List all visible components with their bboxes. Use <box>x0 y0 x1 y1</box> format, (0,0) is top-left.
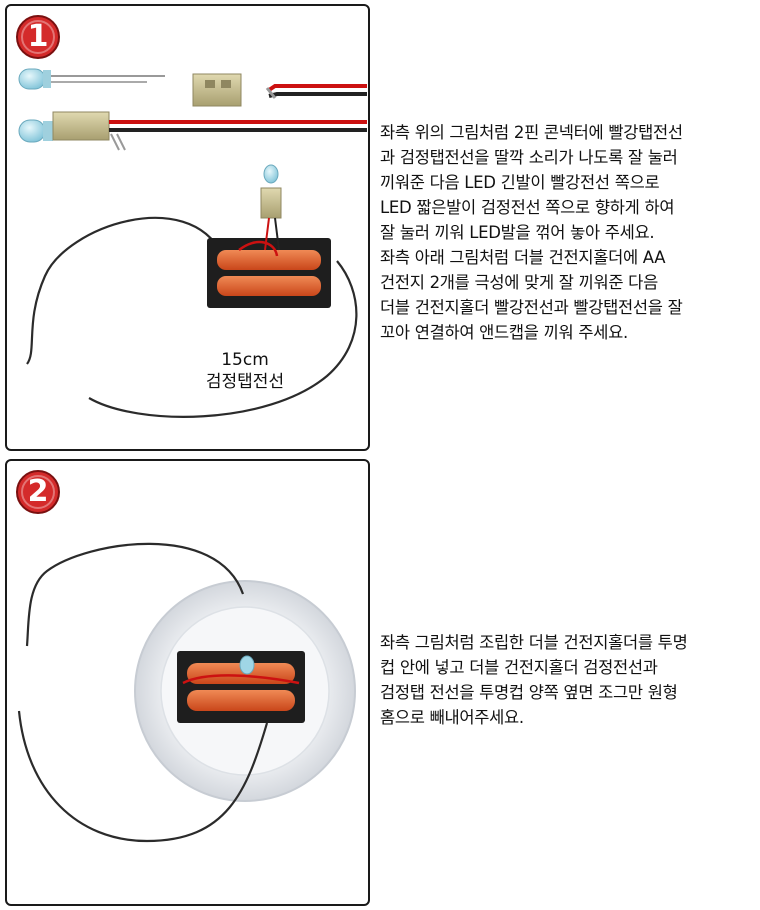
instruction-line: 과 검정탭전선을 딸깍 소리가 나도록 잘 눌러 <box>380 148 678 167</box>
battery-holder-in-cup <box>177 651 305 723</box>
black-tab-wire-bottom <box>17 710 269 843</box>
instruction-line: 잘 눌러 끼워 LED발을 꺾어 놓아 주세요. <box>380 223 655 242</box>
wire-length-caption: 15cm <box>221 350 269 370</box>
step-1-badge: 1 <box>15 14 61 60</box>
instruction-line: 더블 건전지홀더 빨강전선과 빨강탭전선을 잘 <box>380 298 683 317</box>
instruction-line: 건전지 2개를 극성에 맞게 잘 끼워준 다음 <box>380 273 658 292</box>
instruction-line: 꼬아 연결하여 앤드캡을 끼워 주세요. <box>380 323 628 342</box>
led-component <box>18 68 165 90</box>
step-1-panel: 1 15cm 검정탭전선 <box>5 4 370 451</box>
instruction-line: 홈으로 빼내어주세요. <box>380 708 524 727</box>
led-connector-assembly <box>18 111 367 151</box>
step-2-illustration <box>17 542 356 843</box>
instruction-line: LED 짧은발이 검정전선 쪽으로 향하게 하여 <box>380 198 675 217</box>
step-2-badge: 2 <box>15 469 61 515</box>
instruction-line: 끼워준 다음 LED 긴발이 빨강전선 쪽으로 <box>380 173 660 192</box>
instruction-line: 검정탭 전선을 투명컵 양쪽 옆면 조그만 원형 <box>380 683 678 702</box>
two-pin-connector <box>192 73 242 107</box>
instruction-line: 좌측 아래 그림처럼 더블 건전지홀더에 AA <box>380 248 666 267</box>
instruction-line: 컵 안에 넣고 더블 건전지홀더 검정전선과 <box>380 658 658 677</box>
wire-name-caption: 검정탭전선 <box>205 372 285 392</box>
black-tab-wire-15cm <box>26 216 358 418</box>
step-1-number: 1 <box>27 19 49 54</box>
step-2-number: 2 <box>27 474 49 509</box>
black-wire-left <box>25 542 245 647</box>
instruction-line: 좌측 그림처럼 조립한 더블 건전지홀더를 투명 <box>380 633 688 652</box>
step-1-instructions: 좌측 위의 그림처럼 2핀 콘넥터에 빨강탭전선 과 검정탭전선을 딸깍 소리가… <box>380 120 755 345</box>
battery-holder-assembly <box>207 164 331 308</box>
step-badge-icon <box>16 470 60 514</box>
tab-wires <box>265 84 367 99</box>
step-2-instructions: 좌측 그림처럼 조립한 더블 건전지홀더를 투명 컵 안에 넣고 더블 건전지홀… <box>380 630 755 730</box>
step-badge-icon <box>16 15 60 59</box>
instruction-line: 좌측 위의 그림처럼 2핀 콘넥터에 빨강탭전선 <box>380 123 683 142</box>
step-2-panel: 2 <box>5 459 370 906</box>
step-1-illustration <box>18 68 367 418</box>
